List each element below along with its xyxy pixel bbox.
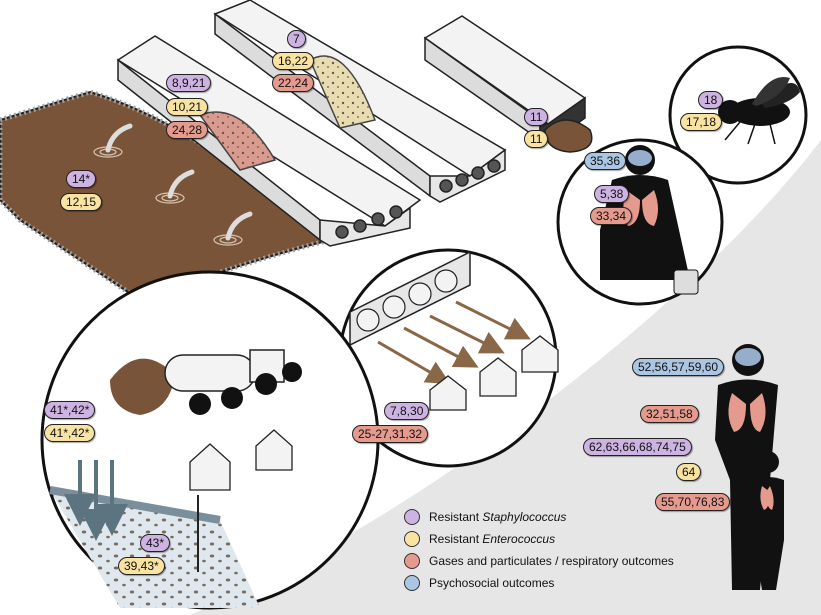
worker-psych-badge: 35,36 [584,152,627,170]
legend-swatch-staph [404,509,420,525]
barn-center [213,0,507,203]
legend-item-staph: Resistant Staphylococcus [404,506,674,528]
worker-inset [556,138,724,306]
community-resp-badge: 32,51,58 [640,405,699,423]
barn-center-entero-badge: 16,22 [272,52,315,70]
lagoon-entero-badge: 12,15 [60,193,103,211]
manure-pile-entero-badge: 11 [524,130,549,148]
worker-staph-badge: 5,38 [594,185,630,203]
fly-inset [668,45,808,185]
spreading-staph-badge: 41*,42* [44,401,96,419]
manure-pile-staph-badge: 11 [524,108,549,126]
groundwater-entero-badge: 39,43* [118,557,165,575]
exhaust-resp-badge: 25-27,31,32 [352,425,429,443]
spreading-inset [40,270,380,610]
exhaust-staph-badge: 7,8,30 [384,402,430,420]
legend-swatch-psychosocial [404,575,420,591]
spreading-entero-badge: 41*,42* [44,424,96,442]
legend-item-psychosocial: Psychosocial outcomes [404,572,674,594]
legend-label-psychosocial: Psychosocial outcomes [429,576,555,590]
legend-label-entero: Resistant Enterococcus [429,532,556,546]
barn-center-staph-badge: 7 [287,30,306,48]
legend-item-entero: Resistant Enterococcus [404,528,674,550]
lagoon-staph-badge: 14* [66,170,97,188]
barn-left-resp-badge: 24,28 [166,121,209,139]
legend-label-respiratory: Gases and particulates / respiratory out… [429,554,674,568]
legend-label-staph: Resistant Staphylococcus [429,510,567,524]
legend-item-respiratory: Gases and particulates / respiratory out… [404,550,674,572]
legend-swatch-respiratory [404,553,420,569]
manure-lagoon [0,89,336,303]
child-resp-badge: 55,70,76,83 [655,493,731,511]
worker-resp-badge: 33,34 [590,207,633,225]
legend: Resistant Staphylococcus Resistant Enter… [404,506,674,594]
barn-left-staph-badge: 8,9,21 [166,74,212,92]
fly-staph-badge: 18 [698,91,724,109]
fly-entero-badge: 17,18 [680,113,723,131]
legend-swatch-entero [404,531,420,547]
barn-left-entero-badge: 10,21 [166,98,209,116]
community-silhouettes [715,344,784,590]
community-staph-badge: 62,63,66,68,74,75 [583,438,692,456]
barn-right [423,15,593,153]
community-psych-badge: 52,56,57,59,60 [632,358,725,376]
groundwater-staph-badge: 43* [140,534,171,552]
barn-center-resp-badge: 22,24 [272,74,315,92]
community-entero-badge: 64 [676,463,702,481]
